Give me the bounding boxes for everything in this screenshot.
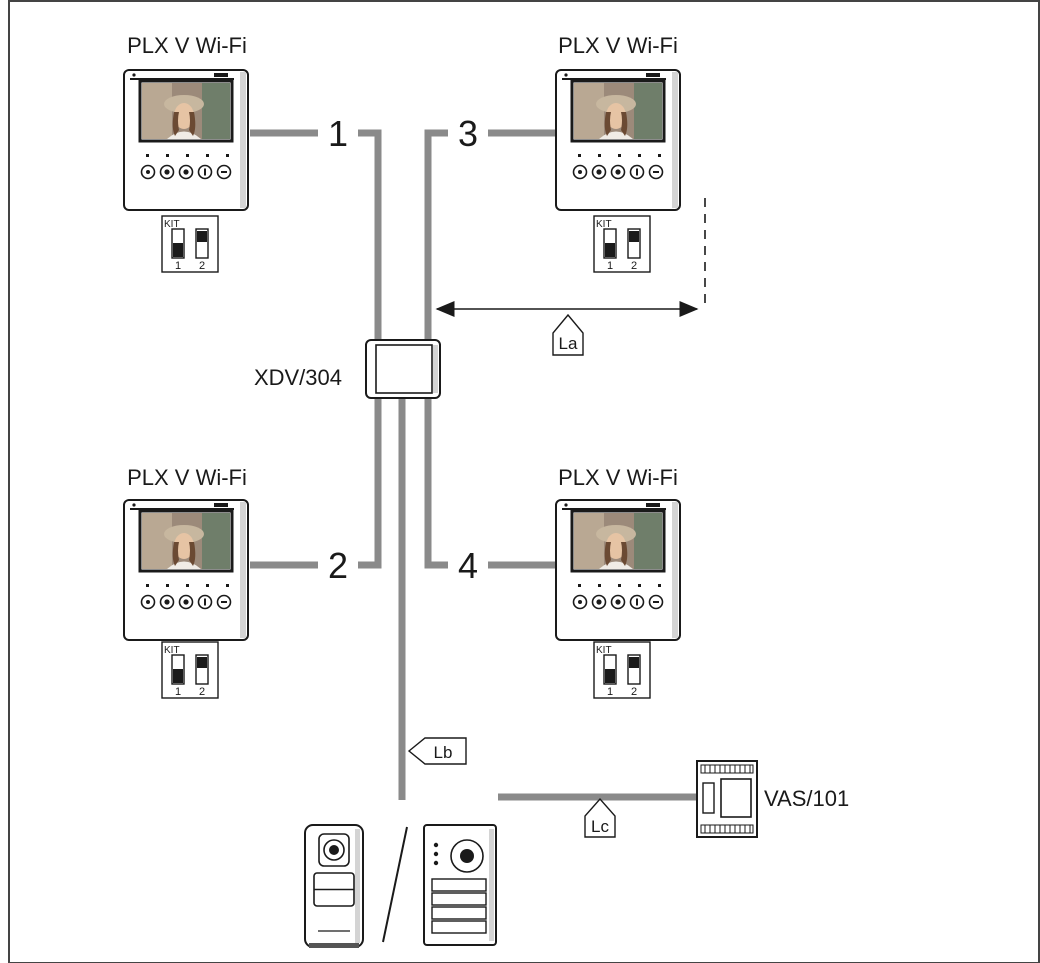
wire-riser-1 bbox=[358, 129, 382, 342]
monitor-4-number: 4 bbox=[458, 545, 478, 586]
monitor-1-number: 1 bbox=[328, 113, 348, 154]
wire-riser-4 bbox=[424, 398, 448, 569]
dip-pos-2: 2 bbox=[199, 260, 205, 272]
dip-pos-2: 2 bbox=[631, 686, 637, 698]
monitor-2-label: PLX V Wi-Fi bbox=[127, 465, 247, 490]
dip-pos-1: 1 bbox=[607, 686, 613, 698]
dip-pos-1: 1 bbox=[607, 260, 613, 272]
monitor-2-number: 2 bbox=[328, 545, 348, 586]
dip-switch-monitor-2: KIT 1 2 bbox=[161, 641, 219, 699]
wire-riser-2 bbox=[358, 398, 382, 569]
la-label: La bbox=[559, 334, 578, 353]
door-panel-multi bbox=[423, 824, 497, 946]
dip-title: KIT bbox=[164, 645, 180, 656]
dip-pos-2: 2 bbox=[631, 260, 637, 272]
monitor-4 bbox=[554, 498, 682, 642]
dip-switch-monitor-1: KIT 1 2 bbox=[161, 215, 219, 273]
wiring bbox=[250, 129, 697, 801]
dip-pos-1: 1 bbox=[175, 686, 181, 698]
dip-title: KIT bbox=[596, 219, 612, 230]
lc-label: Lc bbox=[591, 817, 609, 836]
power-supply-label: VAS/101 bbox=[764, 786, 849, 811]
monitor-4-label: PLX V Wi-Fi bbox=[558, 465, 678, 490]
separator-slash bbox=[382, 826, 408, 943]
dip-title: KIT bbox=[164, 219, 180, 230]
la-length-tag: La bbox=[552, 313, 584, 356]
door-panel-single bbox=[304, 824, 364, 948]
monitor-3-number: 3 bbox=[458, 113, 478, 154]
monitor-1-label: PLX V Wi-Fi bbox=[127, 33, 247, 58]
lb-label: Lb bbox=[434, 743, 453, 762]
dip-pos-2: 2 bbox=[199, 686, 205, 698]
vas101-power-supply bbox=[696, 760, 758, 838]
lb-length-tag: Lb bbox=[407, 737, 467, 765]
wire-riser-3 bbox=[424, 129, 448, 342]
monitor-3 bbox=[554, 68, 682, 212]
dip-switch-monitor-3: KIT 1 2 bbox=[593, 215, 651, 273]
lc-length-tag: Lc bbox=[584, 797, 616, 838]
monitor-3-label: PLX V Wi-Fi bbox=[558, 33, 678, 58]
monitor-1 bbox=[122, 68, 250, 212]
dip-pos-1: 1 bbox=[175, 260, 181, 272]
dip-switch-monitor-4: KIT 1 2 bbox=[593, 641, 651, 699]
xdv304-distributor bbox=[365, 339, 441, 399]
dip-title: KIT bbox=[596, 645, 612, 656]
frame-border bbox=[8, 0, 1040, 963]
distributor-label: XDV/304 bbox=[254, 365, 342, 390]
monitor-2 bbox=[122, 498, 250, 642]
